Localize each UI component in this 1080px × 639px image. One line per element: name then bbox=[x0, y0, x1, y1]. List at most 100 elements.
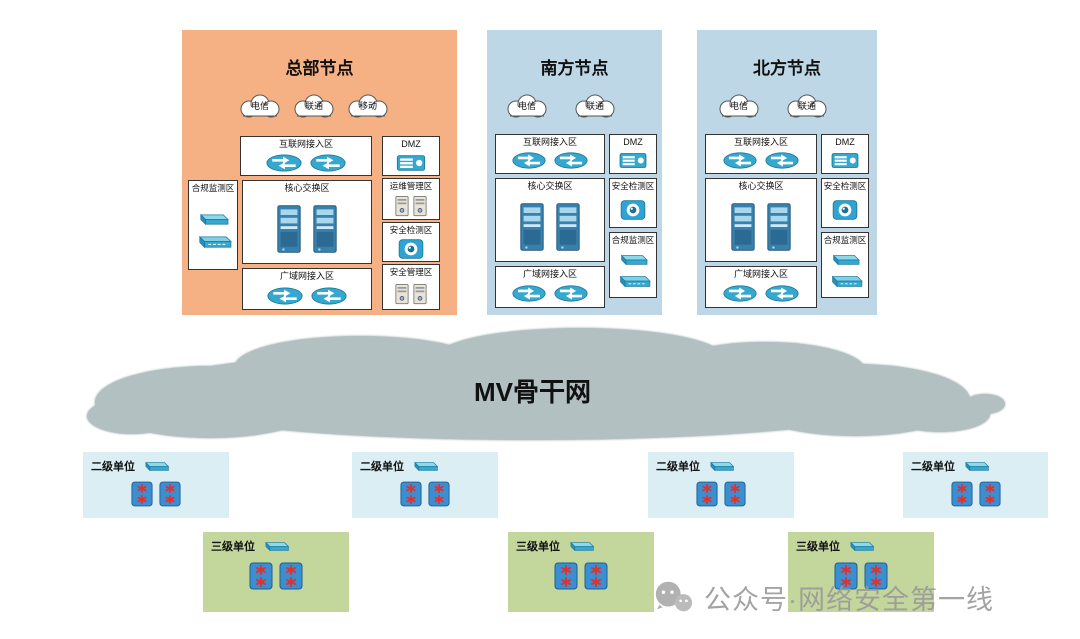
switch-icon bbox=[428, 481, 450, 507]
zone-icons bbox=[383, 150, 439, 175]
zone-label: 运维管理区 bbox=[389, 181, 433, 191]
zone-internet-access: 互联网接入区 bbox=[240, 136, 372, 176]
zone-icons bbox=[496, 148, 604, 173]
level2-unit-box: 二级单位 bbox=[83, 452, 229, 518]
carrier-cloud-telecom: 电信 bbox=[236, 94, 284, 120]
security-detection-icon bbox=[620, 199, 646, 221]
unit-label: 二级单位 bbox=[91, 461, 135, 473]
zone-label: 安全检测区 bbox=[389, 225, 433, 235]
zone-icons bbox=[706, 192, 816, 261]
carrier-cloud-telecom: 电信 bbox=[715, 94, 763, 120]
backbone-label: MV骨干网 bbox=[473, 376, 591, 407]
cloud-icon bbox=[290, 94, 338, 120]
unit-header: 二级单位 bbox=[911, 458, 1040, 474]
carrier-label: 联通 bbox=[304, 101, 323, 111]
zone-label: 广域网接入区 bbox=[733, 269, 788, 279]
cloud-icon bbox=[503, 94, 551, 120]
zone-label: 安全检测区 bbox=[823, 181, 867, 191]
zone-icons bbox=[706, 148, 816, 173]
router-icon bbox=[765, 152, 799, 169]
switch-icon bbox=[131, 481, 153, 507]
switch-icon bbox=[864, 561, 888, 591]
unit-label: 二级单位 bbox=[360, 461, 404, 473]
north-node-panel: 北方节点 电信 联通 互联网接入区 DMZ 核心交换区 bbox=[697, 30, 877, 315]
zone-label: 合规监测区 bbox=[611, 235, 655, 245]
carrier-label: 移动 bbox=[358, 101, 377, 111]
flat-router-icon bbox=[195, 212, 231, 227]
zone-icons bbox=[383, 278, 439, 309]
zone-icons bbox=[610, 148, 656, 173]
zone-security-management: 安全管理区 bbox=[382, 264, 440, 310]
switch-icon bbox=[950, 481, 973, 507]
core-switch-icon bbox=[554, 201, 582, 253]
router-icon bbox=[723, 152, 757, 169]
zone-dmz: DMZ bbox=[609, 134, 657, 174]
zone-label: 互联网接入区 bbox=[522, 137, 577, 147]
zone-icons bbox=[822, 192, 868, 227]
switch-icon bbox=[159, 481, 181, 507]
level2-unit-box: 二级单位 bbox=[903, 452, 1048, 518]
zone-label: 广域网接入区 bbox=[279, 271, 334, 281]
zone-label: 互联网接入区 bbox=[733, 137, 788, 147]
zone-icons bbox=[243, 194, 371, 263]
router-icon bbox=[266, 153, 302, 172]
router-icon bbox=[765, 285, 799, 302]
cloud-icon bbox=[783, 94, 831, 120]
zone-internet-access: 互联网接入区 bbox=[495, 134, 605, 174]
backbone-cloud-shape bbox=[87, 328, 1005, 440]
carrier-cloud-telecom: 电信 bbox=[503, 94, 551, 120]
management-server-icon bbox=[413, 195, 427, 217]
zone-icons bbox=[189, 194, 237, 269]
carrier-cloud-unicom: 联通 bbox=[290, 94, 338, 120]
unit-switches bbox=[796, 561, 926, 591]
flat-router-icon bbox=[142, 460, 170, 473]
server-icon bbox=[395, 153, 427, 173]
south-node-panel: 南方节点 电信 联通 互联网接入区 DMZ 核心交换区 bbox=[487, 30, 662, 315]
flat-switch-icon bbox=[615, 274, 651, 290]
cloud-icon bbox=[236, 94, 284, 120]
flat-router-icon bbox=[962, 460, 990, 473]
switch-icon bbox=[724, 481, 746, 507]
flat-router-icon bbox=[411, 460, 439, 473]
zone-icons bbox=[822, 246, 868, 297]
north-node-title: 北方节点 bbox=[753, 59, 821, 78]
security-detection-icon bbox=[398, 238, 424, 260]
zone-label: DMZ bbox=[623, 137, 643, 147]
zone-icons bbox=[706, 280, 816, 307]
hq-node-title: 总部节点 bbox=[285, 59, 354, 78]
zone-core-switching: 核心交换区 bbox=[495, 178, 605, 262]
south-node-title: 南方节点 bbox=[540, 59, 609, 78]
unit-switches bbox=[911, 481, 1040, 507]
unit-label: 三级单位 bbox=[211, 541, 255, 553]
core-switch-icon bbox=[275, 203, 303, 255]
management-server-icon bbox=[395, 283, 409, 305]
zone-icons bbox=[496, 280, 604, 307]
zone-icons bbox=[241, 150, 371, 175]
carrier-cloud-unicom: 联通 bbox=[783, 94, 831, 120]
flat-router-icon bbox=[616, 253, 650, 267]
zone-core-switching: 核心交换区 bbox=[242, 180, 372, 264]
unit-header: 二级单位 bbox=[656, 458, 786, 474]
backbone-cloud: MV骨干网 bbox=[60, 326, 1005, 454]
core-switch-icon bbox=[765, 201, 793, 253]
carrier-label: 电信 bbox=[250, 101, 269, 111]
zone-wan-access: 广域网接入区 bbox=[242, 268, 372, 310]
unit-label: 三级单位 bbox=[516, 541, 560, 553]
switch-icon bbox=[696, 481, 718, 507]
zone-label: 安全检测区 bbox=[611, 181, 655, 191]
zone-label: 安全管理区 bbox=[389, 267, 433, 277]
flat-router-icon bbox=[828, 253, 862, 267]
router-icon bbox=[512, 285, 546, 302]
zone-ops-management: 运维管理区 bbox=[382, 178, 440, 220]
switch-icon bbox=[400, 481, 422, 507]
unit-switches bbox=[360, 481, 490, 507]
unit-label: 二级单位 bbox=[656, 461, 700, 473]
router-icon bbox=[311, 286, 347, 305]
zone-dmz: DMZ bbox=[382, 136, 440, 176]
zone-wan-access: 广域网接入区 bbox=[495, 266, 605, 308]
core-switch-icon bbox=[729, 201, 757, 253]
cloud-icon bbox=[571, 94, 619, 120]
wechat-icon bbox=[652, 579, 694, 615]
flat-router-icon bbox=[567, 540, 595, 553]
unit-label: 二级单位 bbox=[911, 461, 955, 473]
